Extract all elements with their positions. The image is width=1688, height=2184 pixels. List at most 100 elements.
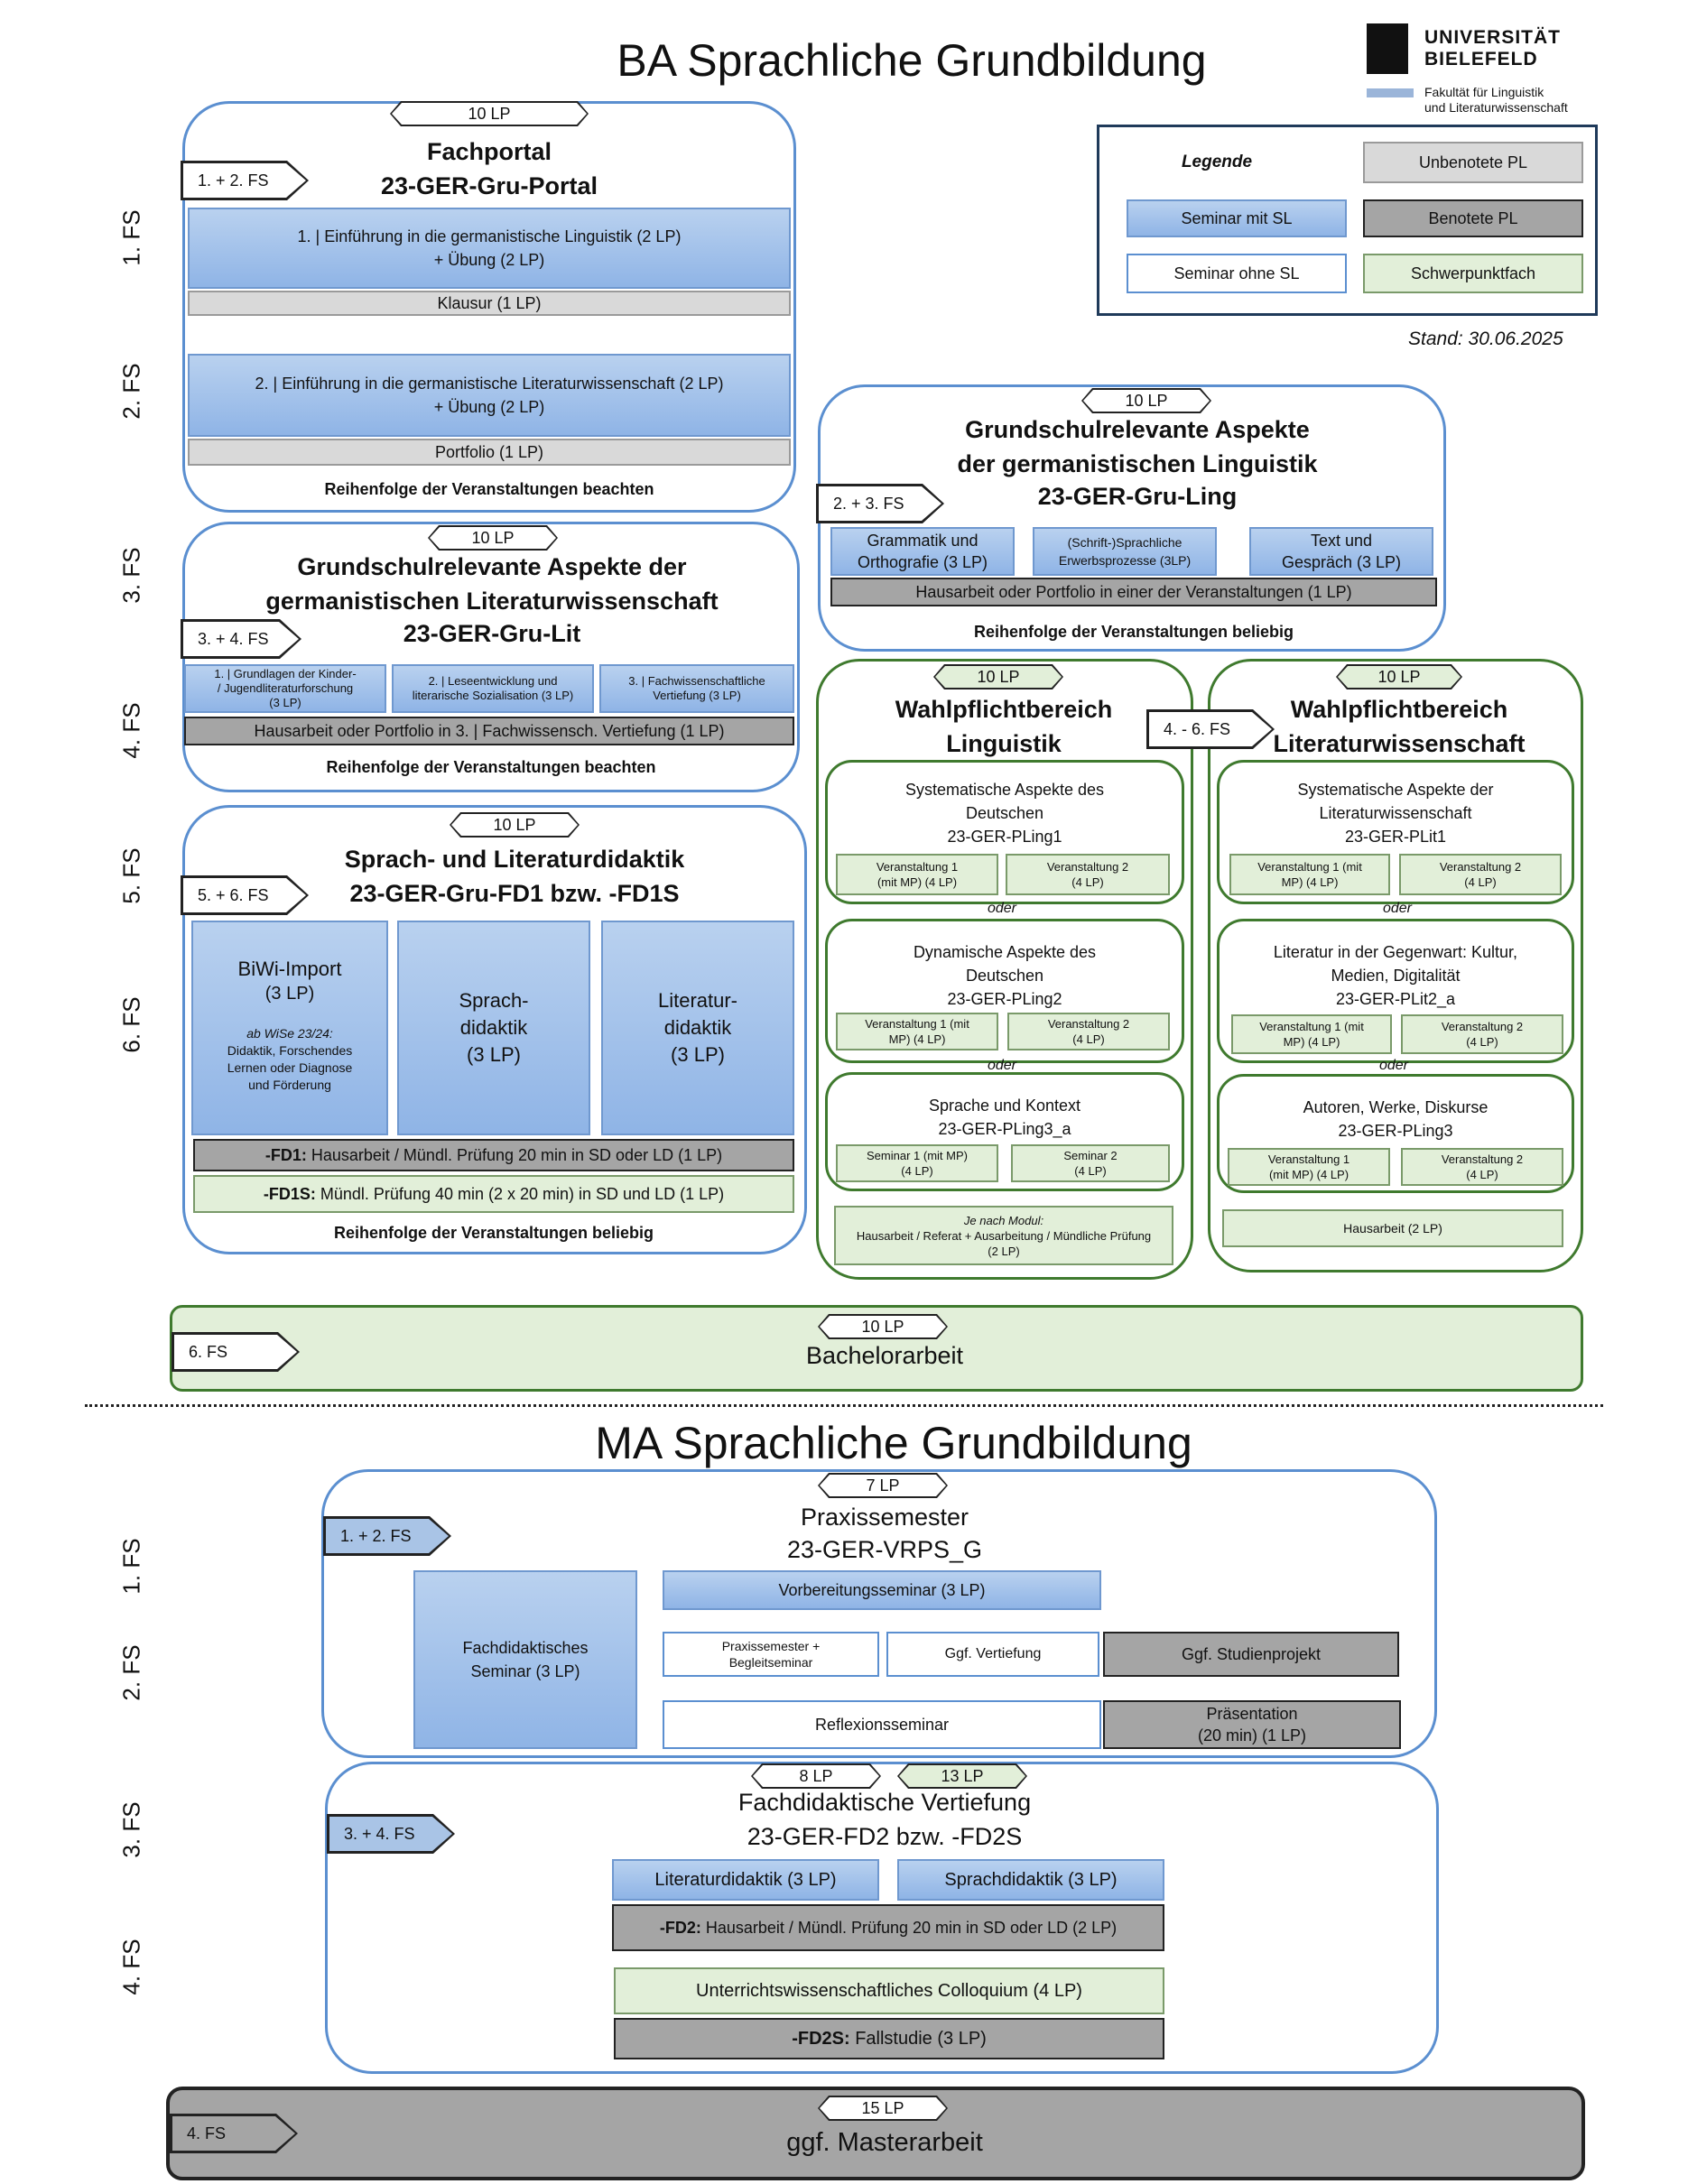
fd2-exam2-text: Fallstudie (3 LP): [849, 2028, 987, 2049]
fd1-note: Reihenfolge der Veranstaltungen beliebig: [333, 1224, 654, 1242]
portal-course-lit: 2. | Einführung in die germanistische Li…: [188, 354, 791, 437]
praxis-studienprojekt: Ggf. Studienprojekt: [1103, 1632, 1399, 1677]
fd2-title2: 23-GER-FD2 bzw. -FD2S: [747, 1822, 1023, 1850]
wpl-exam-l2: Hausarbeit / Referat + Ausarbeitung / Mü…: [856, 1228, 1152, 1243]
wplit-oder2: oder: [1378, 1058, 1409, 1073]
portal-semester-arrow: 1. + 2. FS: [181, 161, 309, 200]
university-logo: UNIVERSITÄT BIELEFELD Fakultät für Lingu…: [1363, 23, 1598, 123]
fd2-lp-badge-2: 13 LP: [897, 1763, 1027, 1789]
legend-title: Legende: [1181, 153, 1253, 171]
wpl-title1: Wahlpflichtbereich: [895, 696, 1113, 723]
fs-label: 1. FS: [117, 209, 145, 266]
wpl-m2-v1b: MP) (4 LP): [888, 1032, 946, 1046]
lit-title2: germanistischen Literaturwissenschaft: [265, 588, 719, 615]
ma-thesis-semester-arrow: 4. FS: [170, 2114, 298, 2153]
wplit-lp-badge: 10 LP: [1336, 664, 1462, 689]
wplit-exam: Hausarbeit (2 LP): [1222, 1209, 1563, 1247]
ling-course1-l1: Grammatik und: [867, 532, 978, 550]
wplit-semester-arrow: 4. - 6. FS: [1146, 709, 1275, 749]
fd2-colloquium: Unterrichtswissenschaftliches Colloquium…: [614, 1967, 1164, 2014]
wpl-m1-l2: Deutschen: [965, 804, 1044, 822]
fd2-exam2: -FD2S: Fallstudie (3 LP): [614, 2018, 1164, 2059]
lit-course3-l1: 3. | Fachwissenschaftliche: [628, 674, 765, 688]
wplit-m2-v2a: Veranstaltung 2: [1441, 1020, 1524, 1033]
ma-thesis: [166, 2087, 1585, 2180]
wpl-lp-badge: 10 LP: [933, 664, 1063, 689]
wpl-m3-v2: Seminar 2(4 LP): [1011, 1144, 1170, 1182]
praxis-begl-l2: Begleitseminar: [728, 1655, 813, 1670]
portal-title2: 23-GER-Gru-Portal: [380, 172, 598, 199]
fd2-title1: Fachdidaktische Vertiefung: [737, 1788, 1032, 1816]
wpl-m1-v2a: Veranstaltung 2: [1046, 860, 1129, 874]
wpl-oder2: oder: [987, 1058, 1017, 1073]
ba-thesis-lp-badge: 10 LP: [818, 1314, 948, 1339]
ling-course3-l1: Text und: [1310, 532, 1373, 550]
ling-title2: der germanistischen Linguistik: [957, 450, 1318, 477]
portal-klausur: Klausur (1 LP): [188, 291, 791, 316]
portal-portfolio: Portfolio (1 LP): [188, 439, 791, 466]
praxis-fachdid-l1: Fachdidaktisches: [462, 1639, 589, 1657]
legend-schwerpunkt: Schwerpunktfach: [1363, 254, 1583, 293]
fd1-literaturdidaktik: Literatur-didaktik(3 LP): [601, 921, 794, 1135]
wpl-m2-l1: Dynamische Aspekte des: [913, 943, 1097, 961]
wpl-m3-v1: Seminar 1 (mit MP) (4 LP): [836, 1144, 998, 1182]
fs-label: 2. FS: [117, 1644, 145, 1701]
logo-faculty2: und Literaturwissenschaft: [1424, 100, 1568, 115]
praxis-praes-l2: (20 min) (1 LP): [1197, 1726, 1307, 1744]
lit-lp-badge: 10 LP: [428, 525, 558, 551]
section-divider: [85, 1404, 1603, 1407]
legend-seminar-sl: Seminar mit SL: [1127, 199, 1347, 237]
fs-label: 5. FS: [117, 847, 145, 904]
wpl-m3-v1a: Seminar 1 (mit MP): [867, 1149, 968, 1162]
wplit-title1: Wahlpflichtbereich: [1290, 696, 1508, 723]
lit-course1-l3: (3 LP): [269, 696, 301, 709]
fd1-biwi-note1: ab WiSe 23/24:: [246, 1026, 333, 1041]
fd1-biwi-l1: BiWi-Import: [237, 958, 342, 980]
fd1-sprachdidaktik: Sprach-didaktik(3 LP): [397, 921, 590, 1135]
wpl-m3-v2a: Seminar 2: [1063, 1149, 1118, 1162]
lit-course3-l2: Vertiefung (3 LP): [653, 689, 741, 702]
ma-thesis-lp-badge: 15 LP: [818, 2096, 948, 2121]
fd1-biwi-note2: Didaktik, Forschendes: [227, 1043, 353, 1058]
wpl-m3-l2: 23-GER-PLing3_a: [938, 1120, 1071, 1138]
fs-label: 4. FS: [117, 702, 145, 759]
wplit-title2: Literaturwissenschaft: [1273, 730, 1526, 757]
fd1-sprach-l2: didaktik: [459, 1016, 528, 1039]
fs-label: 6. FS: [117, 996, 145, 1053]
wplit-m1-l1: Systematische Aspekte der: [1297, 781, 1494, 799]
wpl-m2-l3: 23-GER-PLing2: [947, 990, 1062, 1008]
praxis-vertiefung: Ggf. Vertiefung: [886, 1632, 1099, 1677]
lit-module: [182, 522, 800, 792]
fd2-lp-badge: 8 LP: [751, 1763, 881, 1789]
fd2-exam1-text: Hausarbeit / Mündl. Prüfung 20 min in SD…: [700, 1918, 1118, 1937]
wpl-m1-l3: 23-GER-PLing1: [947, 828, 1062, 846]
portal-lp-badge: 10 LP: [390, 101, 589, 126]
wpl-exam: Je nach Modul:Hausarbeit / Referat + Aus…: [834, 1206, 1173, 1265]
fd2-exam1: -FD2: Hausarbeit / Mündl. Prüfung 20 min…: [612, 1904, 1164, 1951]
wpl-m3-v1b: (4 LP): [901, 1164, 933, 1178]
lit-course1: 1. | Grundlagen der Kinder-/ Jugendliter…: [184, 664, 386, 713]
fd1-exam2: -FD1S: Mündl. Prüfung 40 min (2 x 20 min…: [193, 1175, 794, 1213]
wpl-m1-v1: Veranstaltung 1(mit MP) (4 LP): [836, 854, 998, 895]
wplit-m2-l2: Medien, Digitalität: [1331, 967, 1461, 985]
lit-title1: Grundschulrelevante Aspekte der: [297, 553, 687, 580]
wplit-m2-title: Literatur in der Gegenwart: Kultur,Medie…: [1231, 940, 1560, 1011]
portal-note: Reihenfolge der Veranstaltungen beachten: [324, 480, 654, 498]
wplit-oder1: oder: [1382, 901, 1413, 916]
ling-course2-l2: Erwerbsprozesse (3LP): [1058, 553, 1192, 568]
fd1-title2: 23-GER-Gru-FD1 bzw. -FD1S: [349, 880, 680, 907]
wpl-m1-v1a: Veranstaltung 1: [876, 860, 959, 874]
wplit-m1-l3: 23-GER-PLit1: [1344, 828, 1447, 846]
stand-date: Stand: 30.06.2025: [1408, 329, 1563, 349]
fd1-title1: Sprach- und Literaturdidaktik: [344, 846, 685, 873]
lit-course1-l2: / Jugendliteraturforschung: [217, 681, 354, 695]
praxis-semester-arrow: 1. + 2. FS: [323, 1516, 451, 1556]
lit-exam: Hausarbeit oder Portfolio in 3. | Fachwi…: [184, 717, 794, 745]
wpl-m2-v1a: Veranstaltung 1 (mit: [865, 1017, 969, 1031]
wpl-m1-v2b: (4 LP): [1071, 875, 1104, 889]
